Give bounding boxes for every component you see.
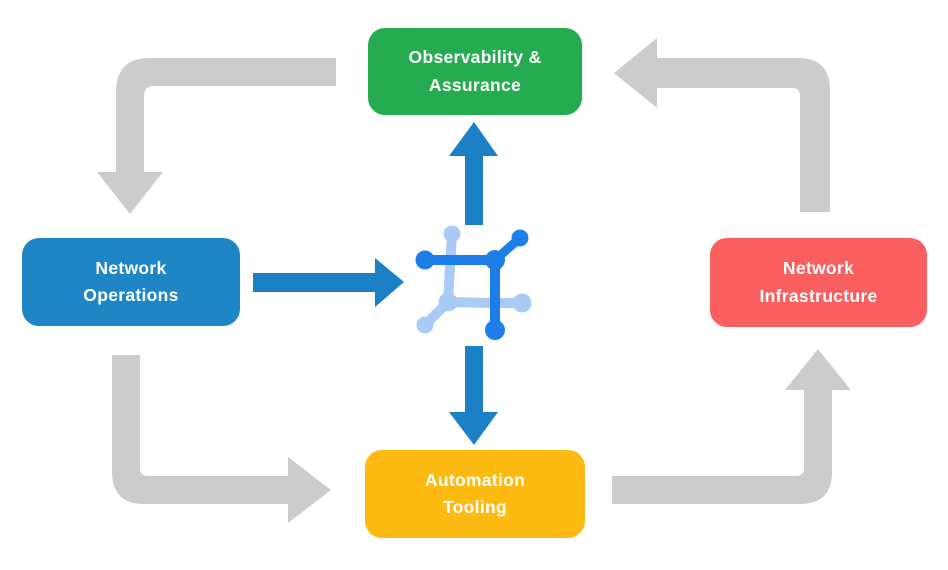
node-infrastructure-line1: Network [782, 258, 855, 279]
node-network-operations: Network Operations [22, 238, 240, 326]
node-automation-tooling: Automation Tooling [365, 450, 585, 538]
node-automation-line2: Tooling [443, 497, 507, 517]
arrow-automation-to-infrastructure [612, 349, 851, 504]
arrow-center-to-automation [449, 346, 498, 445]
arrow-center-to-observability [449, 122, 498, 225]
network-node-icon [415, 225, 532, 340]
arrow-infrastructure-to-observability [614, 38, 830, 212]
arrow-operations-to-center [253, 258, 404, 307]
node-operations-line2: Operations [83, 285, 179, 305]
node-infrastructure-line2: Infrastructure [759, 285, 878, 306]
network-node-icon-dark-part [415, 229, 529, 340]
arrow-observability-to-operations [97, 58, 336, 214]
arrow-operations-to-automation [112, 355, 331, 523]
node-observability-assurance: Observability & Assurance [368, 28, 582, 115]
node-network-infrastructure: Network Infrastructure [710, 238, 927, 327]
node-automation-line1: Automation [424, 469, 526, 490]
network-node-icon-light-part [416, 225, 532, 334]
node-observability-line1: Observability & [408, 47, 542, 68]
node-operations-line1: Network [95, 257, 167, 278]
node-observability-line2: Assurance [428, 74, 522, 95]
